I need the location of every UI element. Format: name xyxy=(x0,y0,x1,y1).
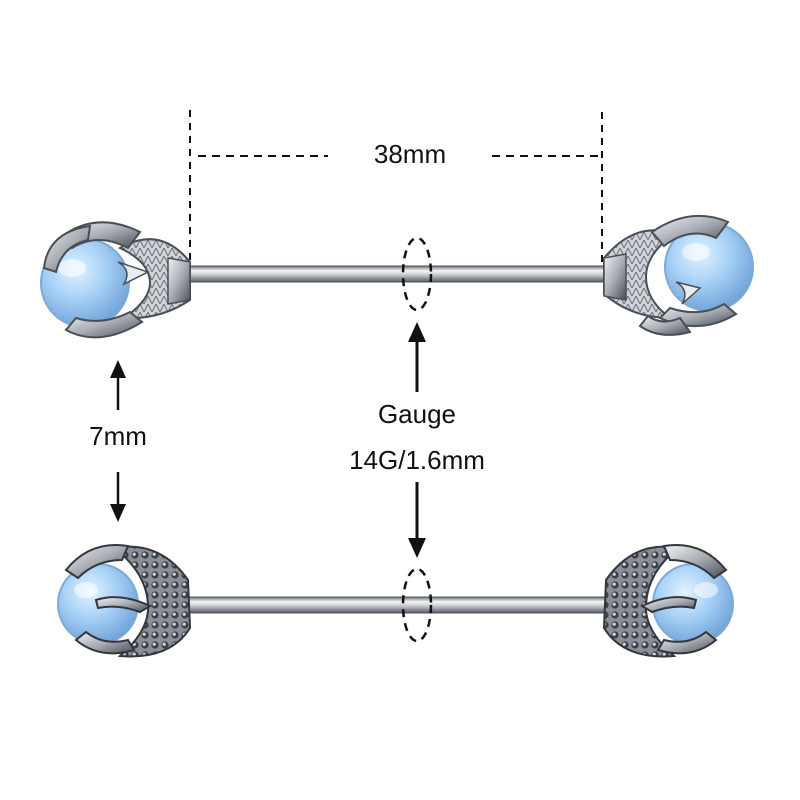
ball-size-dimension xyxy=(110,360,126,522)
gauge-marker-bottom xyxy=(401,567,433,643)
arrow-down-icon xyxy=(110,504,126,522)
dragon-claw-icon xyxy=(603,214,754,336)
gauge-callout-arrows xyxy=(408,322,426,558)
top-bar-shaft xyxy=(181,265,611,283)
length-dimension xyxy=(189,110,603,262)
arrow-down-icon xyxy=(408,538,426,558)
gauge-marker-top xyxy=(401,236,433,312)
scaled-claw-icon xyxy=(57,544,192,658)
arrow-up-icon xyxy=(408,322,426,342)
top-barbell xyxy=(40,214,754,339)
gauge-value: 14G/1.6mm xyxy=(349,445,485,475)
scaled-claw-icon xyxy=(602,544,734,658)
length-label: 38mm xyxy=(374,139,446,169)
gauge-title: Gauge xyxy=(378,399,456,429)
ball-size-label: 7mm xyxy=(89,421,147,451)
bottom-barbell xyxy=(57,544,734,658)
dragon-claw-icon xyxy=(40,221,191,339)
arrow-up-icon xyxy=(110,360,126,378)
bottom-bar-shaft xyxy=(181,596,613,614)
